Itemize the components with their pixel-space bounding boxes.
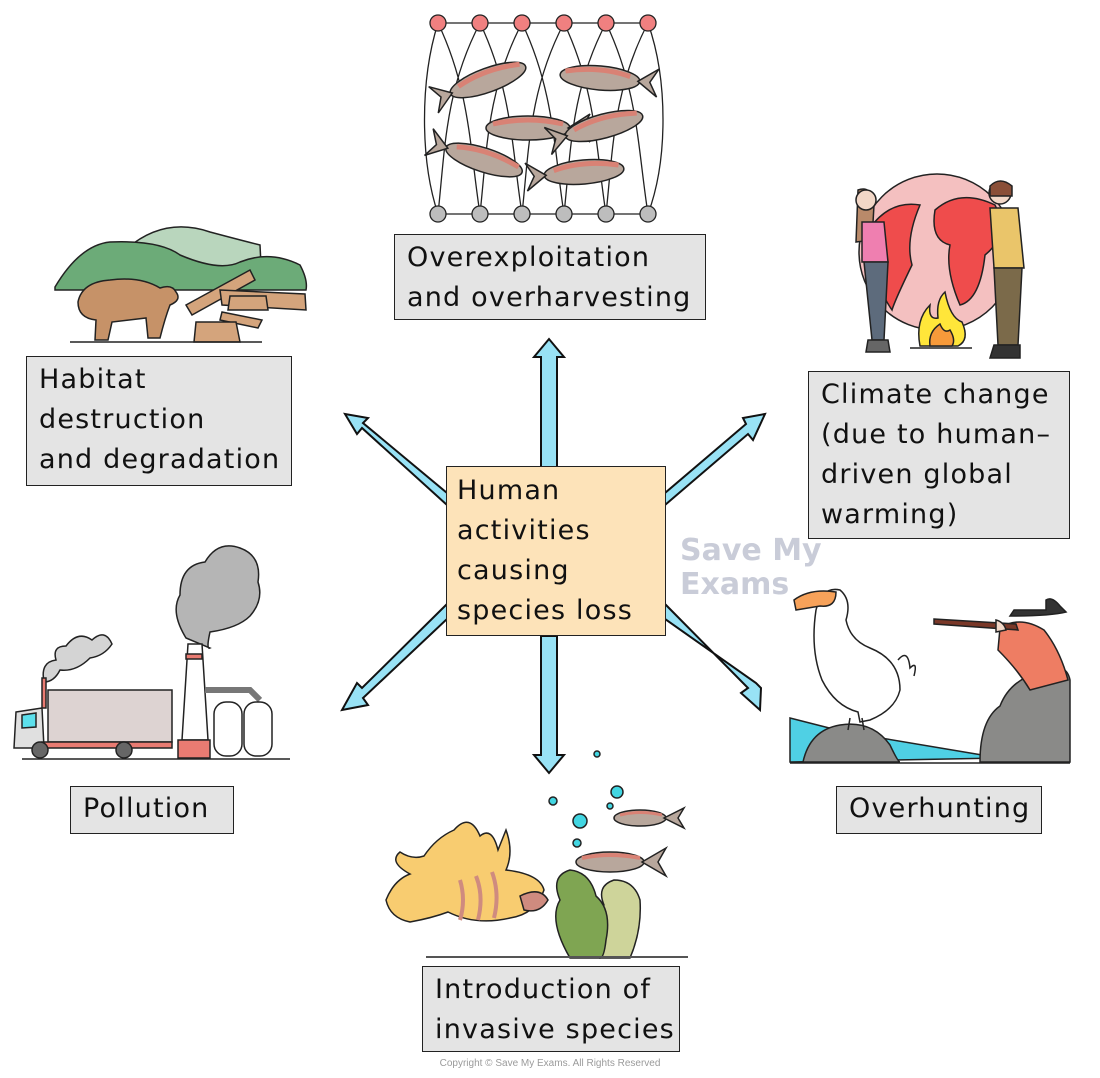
net-weight-icon xyxy=(597,205,615,223)
exhaust-smoke-icon xyxy=(42,634,113,683)
net-float-icon xyxy=(639,14,657,32)
center-box-line: species loss xyxy=(457,595,633,626)
center-box-line: Human xyxy=(457,475,561,506)
net-float-icon xyxy=(429,14,447,32)
chimney-icon xyxy=(177,643,211,759)
arrow-to-pollution xyxy=(340,601,448,712)
label-line: Introduction of xyxy=(435,974,652,1005)
fish-icon xyxy=(428,61,527,114)
label-pollution: Pollution xyxy=(70,786,234,834)
copyright-notice: Copyright © Save My Exams. All Rights Re… xyxy=(439,1058,661,1069)
label-line: Overexploitation xyxy=(407,242,651,273)
overhunting-illustration xyxy=(789,588,1071,764)
label-line: (due to human– xyxy=(821,419,1052,450)
net-float-icon xyxy=(471,14,489,32)
label-line: destruction xyxy=(39,404,206,435)
label-overexploitation: Overexploitation and overharvesting xyxy=(394,234,706,320)
native-fish-icon xyxy=(613,806,686,830)
label-overhunting: Overhunting xyxy=(836,786,1042,834)
label-line: warming) xyxy=(821,499,959,530)
arrow-to-habitat-destruction xyxy=(343,412,448,508)
woman-figure xyxy=(855,188,891,353)
label-line: Climate change xyxy=(821,379,1050,410)
net-weight-icon xyxy=(513,205,531,223)
hunter-icon xyxy=(933,598,1069,691)
pollution-illustration xyxy=(13,545,290,760)
bubble-icon xyxy=(610,785,624,799)
label-line: invasive species xyxy=(435,1014,675,1045)
dodo-icon xyxy=(793,588,917,731)
flame-icon xyxy=(910,290,972,349)
center-box-line: activities xyxy=(457,515,591,546)
fish-icon xyxy=(543,109,644,156)
watermark: Save My Exams xyxy=(680,534,822,602)
bubble-icon xyxy=(572,813,588,829)
label-line: driven global xyxy=(821,459,1013,490)
label-habitat-destruction: Habitat destruction and degradation xyxy=(26,356,292,486)
fish-icon xyxy=(559,64,660,98)
arrow-to-overhunting xyxy=(664,601,763,713)
label-invasive-species: Introduction of invasive species xyxy=(422,966,680,1052)
seaweed-icon xyxy=(555,869,642,959)
man-figure xyxy=(988,180,1025,359)
hat-icon xyxy=(1008,598,1068,617)
bubble-icon xyxy=(572,838,582,848)
native-fish-icon xyxy=(575,845,669,879)
fish-icon xyxy=(524,158,625,192)
watermark-line: Save My xyxy=(680,533,822,568)
net-float-icon xyxy=(597,14,615,32)
net-weight-icon xyxy=(639,205,657,223)
truck-icon xyxy=(13,677,173,759)
label-line: Habitat xyxy=(39,364,147,395)
center-box: Human activities causing species loss xyxy=(446,466,666,636)
label-line: and overharvesting xyxy=(407,282,692,313)
bear-icon xyxy=(77,278,179,341)
label-climate-change: Climate change (due to human– driven glo… xyxy=(808,371,1070,539)
net-weight-icon xyxy=(555,205,573,223)
fishing-net-illustration xyxy=(423,14,664,223)
climate-change-illustration xyxy=(855,173,1025,359)
invasive-species-illustration xyxy=(385,750,688,959)
lionfish-icon xyxy=(385,821,549,923)
net-weight-icon xyxy=(429,205,447,223)
center-box-line: causing xyxy=(457,555,570,586)
rock-icon xyxy=(802,723,901,763)
bubble-icon xyxy=(593,750,601,758)
net-weight-icon xyxy=(471,205,489,223)
net-float-icon xyxy=(555,14,573,32)
label-line: Pollution xyxy=(83,793,210,824)
net-float-icon xyxy=(513,14,531,32)
arrow-up-to-overexploitation xyxy=(531,337,567,469)
bubble-icon xyxy=(548,796,558,806)
habitat-illustration xyxy=(54,226,308,343)
label-line: Overhunting xyxy=(849,793,1031,824)
tanks-icon xyxy=(205,687,273,757)
logs-icon xyxy=(184,268,307,343)
arrow-to-climate-change xyxy=(664,412,767,508)
smoke-cloud-icon xyxy=(175,545,261,649)
bubble-icon xyxy=(606,802,614,810)
fish-icon xyxy=(424,128,523,178)
label-line: and degradation xyxy=(39,444,281,475)
watermark-line: Exams xyxy=(680,567,790,602)
arrow-down-to-invasive-species xyxy=(531,635,567,775)
